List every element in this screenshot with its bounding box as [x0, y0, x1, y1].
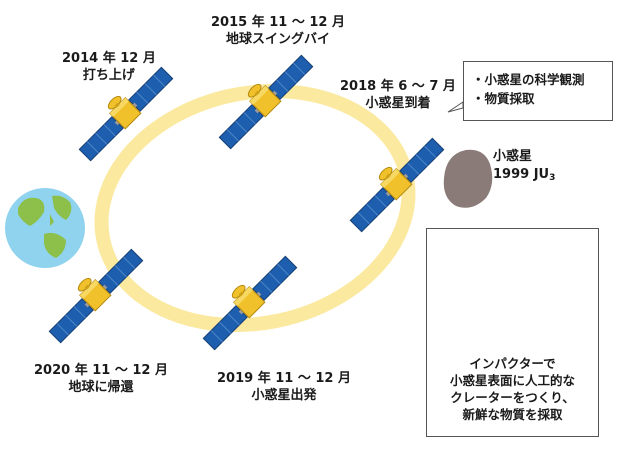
earth-icon: [5, 188, 85, 268]
impactor-line-4: 新鮮な物質を採取: [462, 407, 563, 422]
swingby-label: 2015 年 11 ～ 12 月 地球スイングバイ: [211, 14, 345, 48]
return-date: 2020 年 11 ～ 12 月: [34, 363, 168, 378]
departure-date: 2019 年 11 ～ 12 月: [217, 371, 351, 386]
departure-event: 小惑星出発: [251, 388, 317, 403]
asteroid-icon: [443, 149, 493, 208]
arrival-date: 2018 年 6 ～ 7 月: [340, 79, 456, 94]
impactor-line-1: インパクターで: [469, 356, 556, 371]
launch-label: 2014 年 12 月 打ち上げ: [62, 50, 156, 84]
impactor-panel: インパクターで 小惑星表面に人工的な クレーターをつくり、 新鮮な物質を採取: [426, 228, 599, 437]
departure-label: 2019 年 11 ～ 12 月 小惑星出発: [217, 370, 351, 404]
swingby-date: 2015 年 11 ～ 12 月: [211, 15, 345, 30]
return-label: 2020 年 11 ～ 12 月 地球に帰還: [34, 362, 168, 396]
impactor-line-2: 小惑星表面に人工的な: [449, 373, 575, 388]
impactor-line-3: クレーターをつくり、: [450, 390, 575, 405]
callout-item-observation: ・小惑星の科学観測: [472, 72, 585, 87]
asteroid-activities-callout: ・小惑星の科学観測 ・物質採取: [463, 61, 613, 121]
hayabusa2-departure-icon: [194, 247, 299, 352]
impactor-description: インパクターで 小惑星表面に人工的な クレーターをつくり、 新鮮な物質を採取: [427, 355, 598, 423]
swingby-event: 地球スイングバイ: [225, 32, 330, 47]
arrival-event: 小惑星到着: [365, 96, 431, 111]
launch-date: 2014 年 12 月: [62, 51, 156, 66]
launch-event: 打ち上げ: [82, 68, 135, 83]
asteroid-label: 小惑星 1999 JU3: [493, 148, 555, 187]
arrival-label: 2018 年 6 ～ 7 月 小惑星到着: [340, 78, 456, 112]
return-event: 地球に帰還: [68, 380, 134, 395]
asteroid-designation: 1999 JU3: [493, 167, 556, 183]
asteroid-label-text: 小惑星: [493, 149, 533, 164]
callout-item-sampling: ・物質採取: [472, 91, 535, 106]
